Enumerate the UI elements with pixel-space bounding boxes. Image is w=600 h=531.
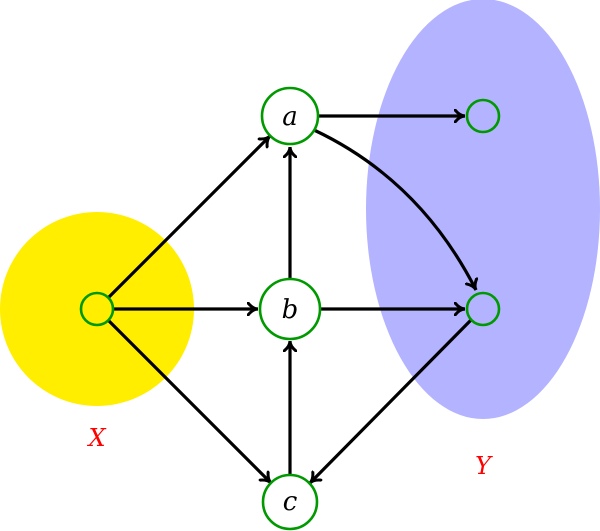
node-c[interactable]: c — [261, 473, 319, 531]
edge-x-to-c — [106, 318, 273, 485]
node-y2[interactable] — [465, 291, 501, 327]
edge-x-to-a — [106, 134, 272, 300]
set-x-label: X — [86, 424, 106, 452]
node-b-label: b — [282, 295, 299, 325]
set-y-region — [366, 0, 600, 419]
set-y-label: Y — [475, 452, 493, 480]
node-y1[interactable] — [465, 98, 501, 134]
edge-a-to-y2 — [313, 128, 476, 290]
node-c-label: c — [283, 487, 298, 517]
node-a-label: a — [282, 102, 298, 132]
node-x[interactable] — [79, 291, 115, 327]
edge-y2-to-c — [308, 318, 473, 483]
node-a[interactable]: a — [260, 86, 320, 146]
node-b[interactable]: b — [258, 277, 322, 341]
